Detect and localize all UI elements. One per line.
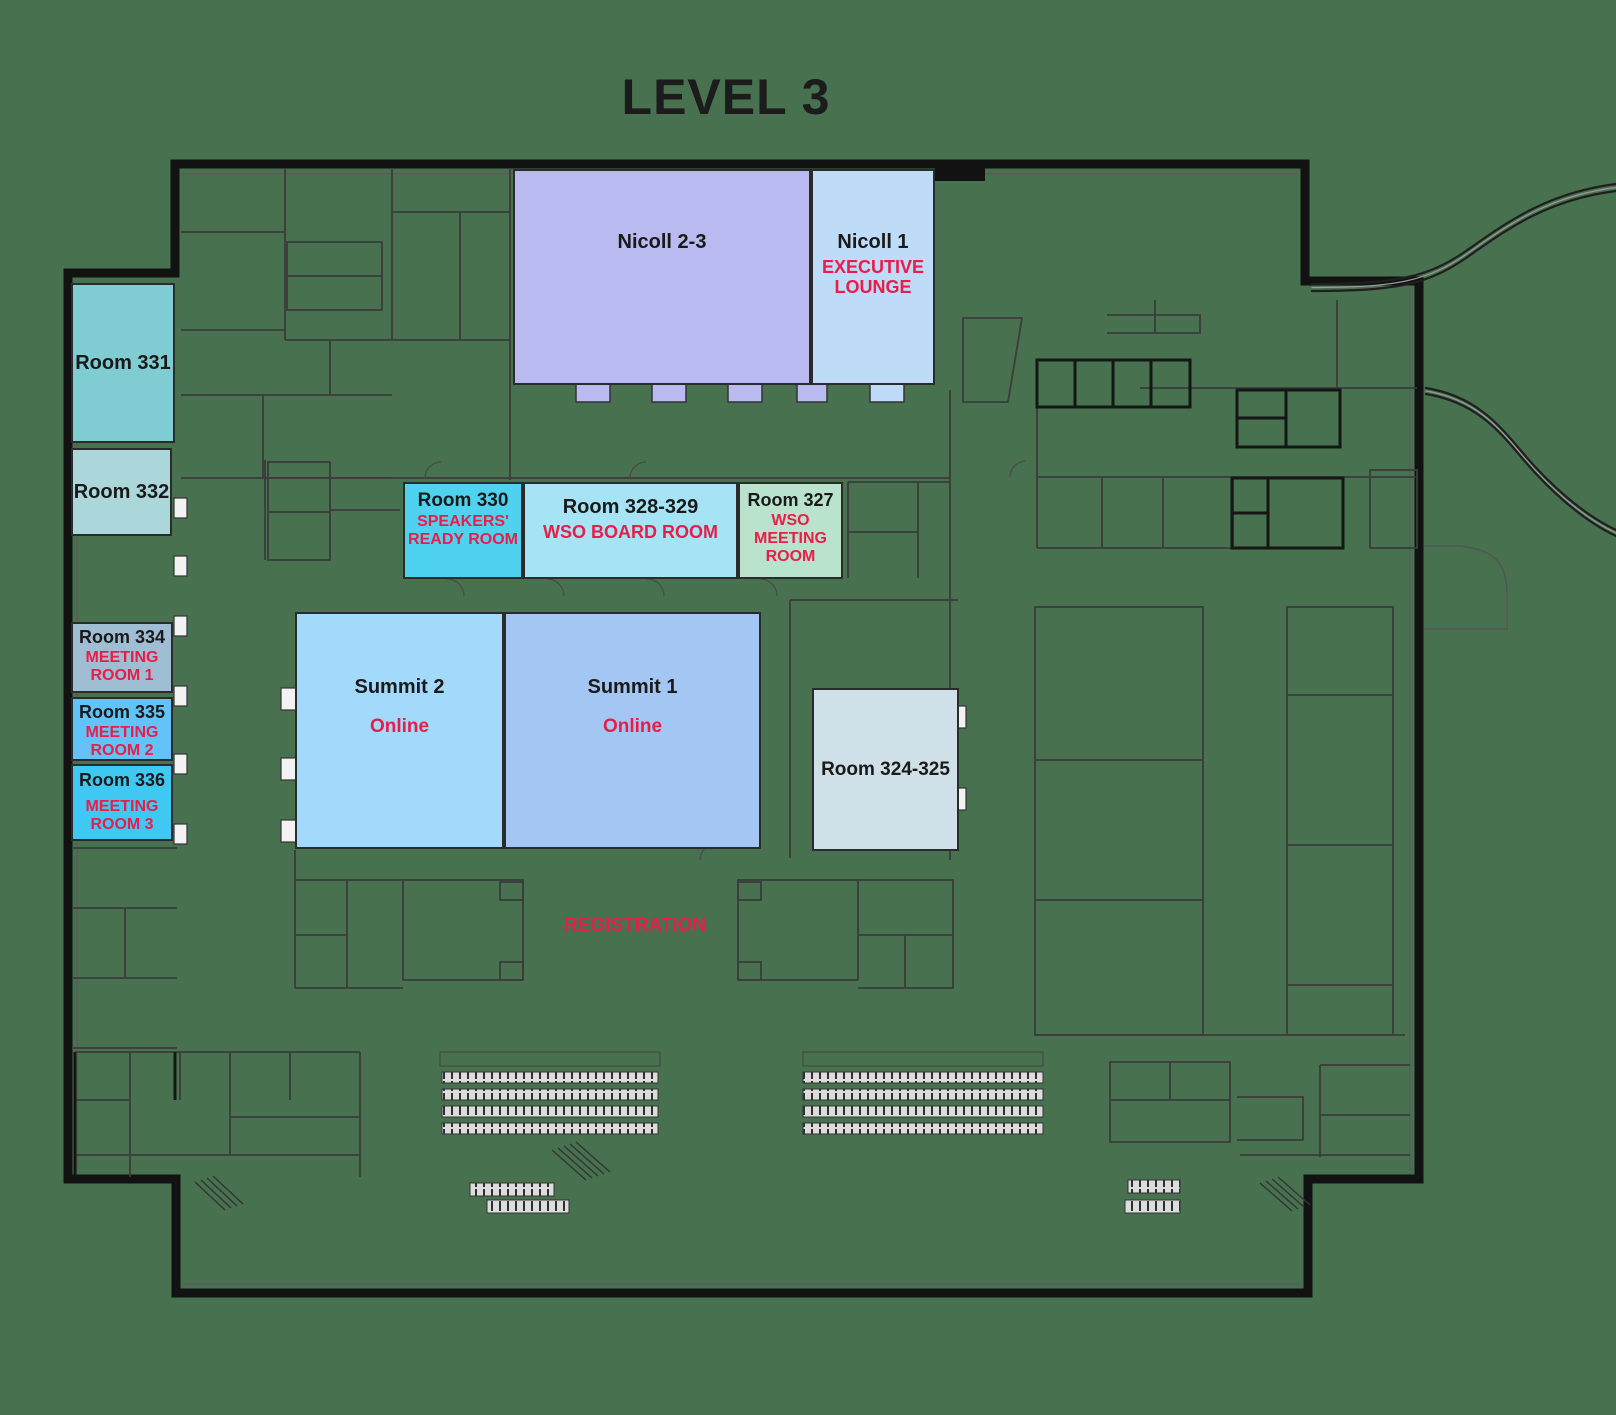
room-328-329: Room 328-329 WSO BOARD ROOM xyxy=(523,482,738,579)
room-name: Room 330 xyxy=(417,490,509,511)
registration-label: REGISTRATION xyxy=(563,915,707,936)
door-tabs xyxy=(173,497,967,845)
room-sublabel: EXECUTIVE LOUNGE xyxy=(821,257,925,298)
room-324-325: Room 324-325 xyxy=(812,688,959,851)
room-summit-1: Summit 1 Online xyxy=(504,612,761,849)
room-nicoll-1: Nicoll 1 EXECUTIVE LOUNGE xyxy=(811,169,935,385)
room-nicoll-2-3: Nicoll 2-3 xyxy=(513,169,811,385)
room-name: Summit 1 xyxy=(587,676,678,698)
room-sublabel: Online xyxy=(602,716,663,737)
room-334: Room 334 MEETING ROOM 1 xyxy=(71,622,173,693)
room-sublabel: WSO BOARD ROOM xyxy=(543,522,718,542)
room-336: Room 336 MEETING ROOM 3 xyxy=(71,764,173,841)
room-331: Room 331 xyxy=(71,283,175,443)
escalators xyxy=(194,1051,1311,1214)
room-sublabel: MEETING ROOM 3 xyxy=(85,797,159,833)
room-sublabel: Online xyxy=(369,716,430,737)
room-name: Room 335 xyxy=(78,702,166,722)
room-name: Nicoll 1 xyxy=(837,231,909,253)
page-title: LEVEL 3 xyxy=(621,69,831,125)
room-name: Room 336 xyxy=(78,770,166,790)
room-name: Room 331 xyxy=(75,351,171,374)
exterior-roads xyxy=(1310,182,1616,630)
room-sublabel: WSO MEETING ROOM xyxy=(754,511,827,565)
room-330: Room 330 SPEAKERS' READY ROOM xyxy=(403,482,523,579)
room-name: Room 334 xyxy=(78,627,166,647)
nicoll-door-vestibules xyxy=(575,382,905,403)
room-332: Room 332 xyxy=(71,448,172,536)
room-name: Room 324-325 xyxy=(821,758,950,780)
room-name: Room 328-329 xyxy=(562,496,699,518)
room-summit-2: Summit 2 Online xyxy=(295,612,504,849)
room-335: Room 335 MEETING ROOM 2 xyxy=(71,697,173,761)
partition-walls xyxy=(72,168,1418,1177)
room-name: Summit 2 xyxy=(354,676,445,698)
room-name: Room 332 xyxy=(73,480,170,503)
room-sublabel: MEETING ROOM 1 xyxy=(85,648,159,684)
room-327: Room 327 WSO MEETING ROOM xyxy=(738,482,843,579)
room-name: Room 327 xyxy=(747,490,834,510)
room-sublabel: SPEAKERS' READY ROOM xyxy=(408,512,518,548)
room-sublabel: MEETING ROOM 2 xyxy=(85,723,159,759)
room-name: Nicoll 2-3 xyxy=(617,231,707,253)
heavy-inner-walls xyxy=(73,358,1345,1177)
